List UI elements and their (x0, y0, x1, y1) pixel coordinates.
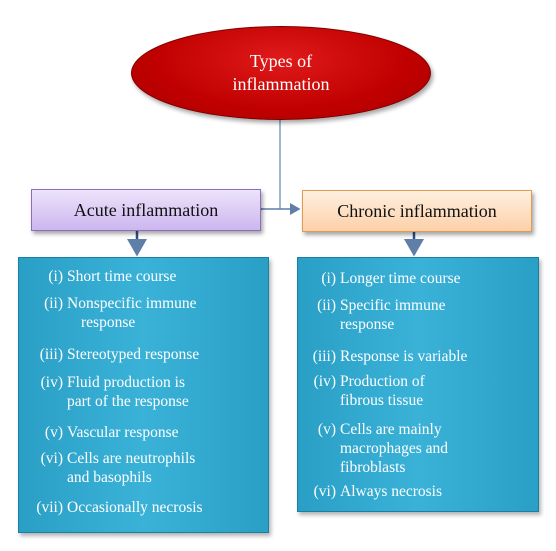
acute-item-number: (iv) (40, 374, 63, 391)
acute-item-text: Stereotyped response (67, 345, 262, 364)
acute-item-number: (ii) (44, 295, 63, 312)
chronic-item-number: (i) (321, 270, 336, 287)
acute-item-text-line: part of the response (67, 393, 189, 410)
root-label-line2: inflammation (232, 74, 330, 94)
acute-item-number: (iii) (39, 346, 63, 363)
chronic-item-3: (iii)Response is variable (298, 347, 532, 366)
chronic-item-text-line: fibroblasts (340, 459, 406, 476)
chronic-item-number: (vi) (313, 483, 336, 500)
chronic-item-1: (i) Longer time course (298, 269, 532, 288)
acute-item-text: Fluid production is part of the response (67, 373, 262, 411)
acute-item-text-line: Fluid production is (67, 374, 185, 391)
chronic-item-text: Always necrosis (340, 482, 532, 501)
chronic-item-text-line: Production of (340, 373, 425, 390)
chronic-item-text-line: Cells are mainly (340, 421, 442, 438)
acute-item-5: (v)Vascular response (19, 423, 262, 442)
acute-item-text: Short time course (67, 267, 262, 286)
chronic-inflammation-label: Chronic inflammation (337, 200, 497, 221)
acute-item-6: (vi)Cells are neutrophils and basophils (19, 449, 262, 487)
acute-inflammation-box: Acute inflammation (31, 189, 261, 231)
chronic-item-text: Longer time course (340, 269, 532, 288)
chronic-item-text-line: fibrous tissue (340, 392, 424, 409)
acute-item-3: (iii)Stereotyped response (19, 345, 262, 364)
chronic-item-number: (ii) (317, 297, 336, 314)
acute-item-2: (ii)Nonspecific immune response (19, 294, 262, 332)
acute-item-number: (vii) (36, 499, 63, 516)
acute-characteristics-panel: (i)Short time course(ii)Nonspecific immu… (18, 257, 269, 533)
chronic-item-text-line: Specific immune (340, 297, 446, 314)
chronic-item-number: (iii) (312, 348, 336, 365)
acute-item-text: Occasionally necrosis (67, 498, 262, 517)
chronic-item-text: Specific immune response (340, 296, 532, 334)
acute-item-number: (i) (48, 268, 63, 285)
chronic-item-text: Response is variable (340, 347, 532, 366)
chronic-item-text: Cells are mainly macrophages and fibroblas… (340, 420, 532, 477)
chronic-item-text-line: Always necrosis (340, 483, 443, 500)
acute-item-text: Nonspecific immune response (67, 294, 262, 332)
acute-item-text-line: Cells are neutrophils (67, 450, 196, 467)
chronic-item-2: (ii)Specific immune response (298, 296, 532, 334)
acute-item-text: Vascular response (67, 423, 262, 442)
acute-item-text: Cells are neutrophils and basophils (67, 449, 262, 487)
acute-item-7: (vii)Occasionally necrosis (19, 498, 262, 517)
chronic-item-text: Production of fibrous tissue (340, 372, 532, 410)
acute-item-text-line: Nonspecific immune (67, 295, 197, 312)
chronic-item-text-line: response (340, 316, 395, 333)
acute-item-1: (i) Short time course (19, 267, 262, 286)
acute-item-text-line: Stereotyped response (67, 346, 200, 363)
chronic-item-number: (iv) (313, 373, 336, 390)
acute-item-text-line: response (81, 314, 136, 331)
chronic-item-6: (vi)Always necrosis (298, 482, 532, 501)
chronic-item-text-line: Response is variable (340, 348, 468, 365)
chronic-item-number: (v) (317, 421, 336, 438)
acute-item-text-line: Short time course (67, 268, 177, 285)
chronic-item-4: (iv)Production of fibrous tissue (298, 372, 532, 410)
chronic-characteristics-panel: (i)Longer time course(ii)Specific immune… (297, 257, 539, 512)
root-node-types-of-inflammation: Types of inflammation (131, 26, 431, 120)
acute-item-text-line: Vascular response (67, 424, 179, 441)
chronic-inflammation-box: Chronic inflammation (302, 190, 532, 232)
chronic-item-text-line: macrophages and (340, 440, 449, 457)
acute-item-number: (v) (44, 424, 63, 441)
acute-item-text-line: Occasionally necrosis (67, 499, 203, 516)
acute-item-4: (iv)Fluid production is part of the respo… (19, 373, 262, 411)
chronic-item-text-line: Longer time course (340, 270, 461, 287)
acute-item-text-line: and basophils (67, 469, 152, 486)
acute-inflammation-label: Acute inflammation (73, 199, 219, 220)
chronic-item-5: (v)Cells are mainly macrophages and fibrob… (298, 420, 532, 477)
root-label-line1: Types of (249, 51, 313, 71)
acute-item-number: (vi) (40, 450, 63, 467)
